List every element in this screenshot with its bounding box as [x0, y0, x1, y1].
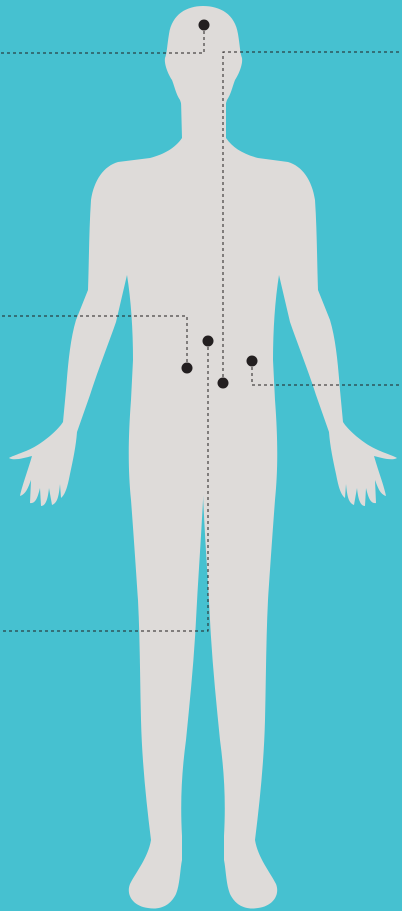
body-silhouette	[9, 6, 397, 908]
marker-lower-center	[218, 378, 229, 389]
marker-right-abdomen	[247, 356, 258, 367]
marker-navel	[203, 336, 214, 347]
marker-left-abdomen	[182, 363, 193, 374]
neck	[150, 100, 258, 158]
marker-head	[199, 20, 210, 31]
torso-and-legs	[9, 158, 397, 908]
